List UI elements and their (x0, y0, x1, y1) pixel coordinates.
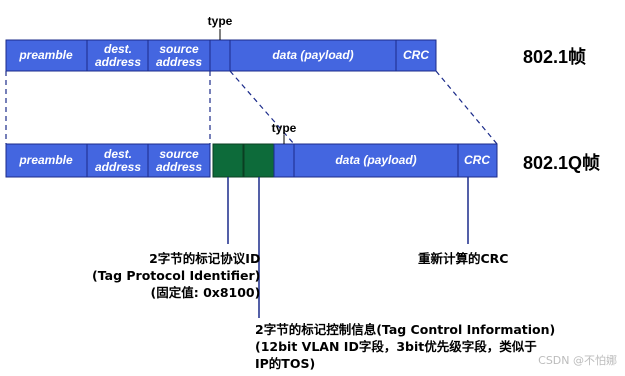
dot1q-dest-label-line1: dest. (104, 147, 132, 161)
dot1-dest-label-line1: dest. (104, 42, 132, 56)
dot1q-dest-field (86, 143, 149, 178)
tpid-annotation-line3: (固定值: 0x8100) (150, 285, 261, 300)
tci-annotation-line2: (12bit VLAN ID字段，3bit优先级字段，类似于 (255, 339, 537, 354)
dot1q-tpid-field (212, 143, 244, 178)
dot1q-type-label: type (272, 121, 297, 135)
dot1q-preamble-label: preamble (18, 153, 73, 167)
crc-annotation-text: 重新计算的CRC (418, 251, 509, 266)
mapping-line-type (229, 70, 295, 145)
mapping-line-crc (435, 70, 498, 145)
tpid-annotation-line2: (Tag Protocol Identifier) (92, 268, 261, 283)
dot1-crc-label: CRC (403, 48, 429, 62)
dot1-source-label-line1: source (159, 42, 199, 56)
dot1q-source-field (147, 143, 211, 178)
dot1q-type-field (273, 143, 295, 178)
tpid-annotation-line1: 2字节的标记协议ID (149, 251, 261, 266)
tpid-annotation: 2字节的标记协议ID (Tag Protocol Identifier) (固定… (92, 250, 260, 301)
dot1q-preamble-field (5, 143, 88, 178)
dot1q-tci-field (243, 143, 275, 178)
dot1q-source-label-line2: address (156, 160, 202, 174)
dot1q-source-label-line1: source (159, 147, 199, 161)
dot1-type-field (209, 39, 231, 72)
dot1q-data-label: data (payload) (335, 153, 416, 167)
mapping-lines (5, 70, 498, 145)
dot1-data-label: data (payload) (272, 48, 353, 62)
annotation-pointers (227, 177, 469, 318)
dot1-frame-label: 802.1帧 (523, 46, 586, 67)
watermark: CSDN @不怕娜 (538, 354, 617, 367)
dot1q-crc-field (457, 143, 498, 178)
crc-annotation: 重新计算的CRC (418, 250, 508, 267)
tci-annotation: 2字节的标记控制信息(Tag Control Information) (12b… (255, 321, 555, 372)
dot1q-frame-label: 802.1Q帧 (523, 152, 600, 173)
dot1-crc-field (395, 39, 437, 72)
dot1-frame: preamble dest. address source address da… (5, 14, 586, 72)
dot1-preamble-field (5, 39, 88, 72)
dot1-source-label-line2: address (156, 55, 202, 69)
dot1q-crc-label: CRC (464, 153, 490, 167)
dot1-dest-label-line2: address (95, 55, 141, 69)
dot1-dest-field (86, 39, 149, 72)
dot1q-frame: preamble dest. address source address da… (5, 121, 600, 178)
tci-annotation-line1: 2字节的标记控制信息(Tag Control Information) (255, 322, 556, 337)
dot1-preamble-label: preamble (18, 48, 73, 62)
dot1-type-label: type (208, 14, 233, 28)
tci-annotation-line3: IP的TOS) (255, 356, 316, 371)
dot1q-dest-label-line2: address (95, 160, 141, 174)
dot1-source-field (147, 39, 211, 72)
